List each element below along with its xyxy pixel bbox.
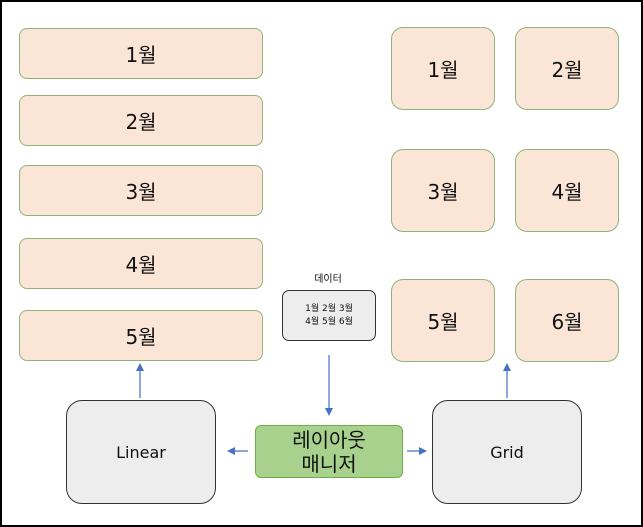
grid-item-4: 4월	[515, 149, 619, 232]
grid-item-3: 3월	[391, 149, 495, 232]
layout-manager-line-2: 매니저	[301, 451, 357, 476]
grid-item-1: 1월	[391, 27, 495, 110]
grid-item-2: 2월	[515, 27, 619, 110]
data-row-1: 1월 2월 3월	[305, 303, 353, 314]
grid-item-6: 6월	[515, 279, 619, 362]
layout-manager: 레이아웃 매니저	[255, 425, 403, 478]
linear-item-2: 2월	[19, 95, 263, 146]
linear-item-1: 1월	[19, 28, 263, 79]
linear-item-3: 3월	[19, 165, 263, 216]
data-box: 1월 2월 3월 4월 5월 6월	[282, 290, 376, 341]
linear-item-5: 5월	[19, 310, 263, 361]
layout-manager-line-1: 레이아웃	[292, 427, 366, 452]
data-title: 데이터	[314, 274, 342, 285]
linear-item-4: 4월	[19, 238, 263, 289]
grid-manager: Grid	[432, 400, 582, 504]
grid-item-5: 5월	[391, 279, 495, 362]
linear-manager: Linear	[66, 400, 216, 504]
data-row-2: 4월 5월 6월	[305, 316, 353, 327]
